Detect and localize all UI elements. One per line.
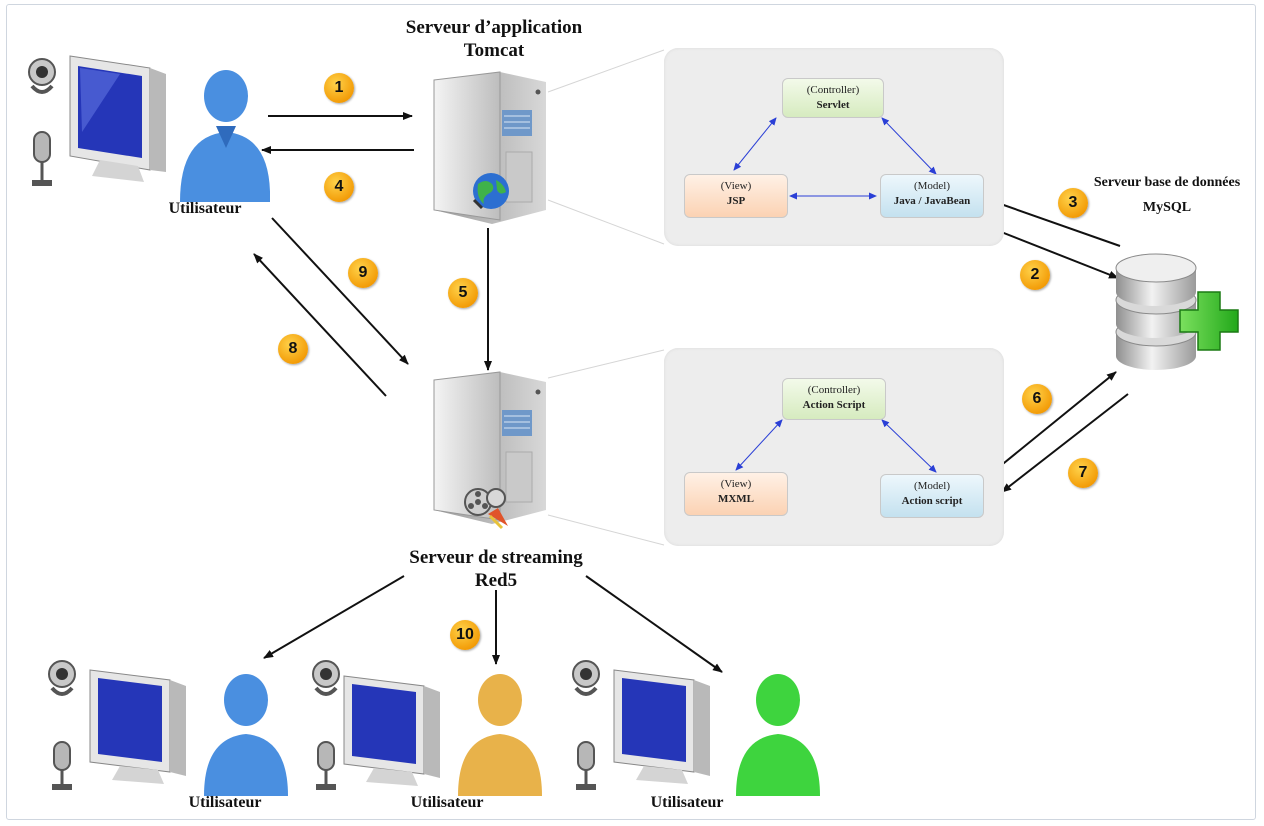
user-avatar-icon (180, 70, 270, 202)
diagram-frame (6, 4, 1256, 820)
view-role: (View) (720, 180, 752, 192)
viewer-station-2 (312, 660, 542, 796)
step-badge-7: 7 (1068, 458, 1098, 488)
webcam-icon (48, 660, 76, 696)
tomcat-model-box: (Model) Java / JavaBean (880, 174, 984, 218)
projection-line (547, 514, 665, 546)
database-icon (1115, 253, 1239, 370)
model-role: (Model) (913, 180, 951, 192)
webcam-icon (572, 660, 600, 696)
tomcat-mvc-panel: (Controller) Servlet (View) JSP (Model) … (664, 48, 1004, 246)
projection-line (547, 49, 665, 93)
microphone-icon (52, 741, 72, 790)
monitor-icon (89, 669, 186, 784)
arrow-step-8 (253, 253, 387, 397)
controller-role: (Controller) (807, 384, 861, 396)
step-badge-8: 8 (278, 334, 308, 364)
microphone-icon (576, 741, 596, 790)
arrow-to-viewer-3 (585, 575, 723, 673)
red5-model-box: (Model) Action script (880, 474, 984, 518)
viewer-station-3 (572, 660, 820, 796)
app-server-title: Serveur d’application Tomcat (374, 16, 614, 62)
step-badge-9: 9 (348, 258, 378, 288)
app-server-product: Tomcat (463, 40, 525, 61)
film-reel-icon (464, 488, 508, 530)
streaming-server-product: Red5 (474, 570, 518, 591)
streaming-server-name: Serveur de streaming (409, 547, 583, 568)
db-server-title: Serveur base de données MySQL (1082, 170, 1252, 220)
microphone-icon (32, 131, 52, 186)
arrow-to-viewer-1 (263, 575, 405, 659)
viewer-station-1 (48, 660, 288, 796)
controller-name: Action Script (802, 399, 866, 411)
model-name: Action script (901, 495, 963, 507)
model-name: Java / JavaBean (893, 195, 971, 207)
step-badge-1: 1 (324, 73, 354, 103)
arrow-step-2 (985, 225, 1119, 279)
controller-role: (Controller) (806, 84, 860, 96)
view-role: (View) (720, 478, 752, 490)
red5-view-box: (View) MXML (684, 472, 788, 516)
view-name: MXML (717, 493, 755, 505)
viewer-label-3: Utilisateur (650, 794, 724, 811)
projection-line (547, 349, 665, 379)
controller-name: Servlet (816, 99, 850, 111)
db-server-name: Serveur base de données (1093, 175, 1241, 190)
red5-mvc-links (735, 419, 937, 473)
step-badge-6: 6 (1022, 384, 1052, 414)
main-user-label: Utilisateur (168, 200, 242, 217)
viewer-label-1: Utilisateur (188, 794, 262, 811)
arrow-step-6 (987, 371, 1117, 477)
user-avatar-icon (458, 674, 542, 796)
arrow-step-9 (271, 217, 409, 365)
arrow-step-7 (1001, 393, 1129, 493)
tomcat-view-box: (View) JSP (684, 174, 788, 218)
user-station-main (28, 55, 270, 202)
viewer-label-2: Utilisateur (410, 794, 484, 811)
tomcat-mvc-links (733, 117, 937, 200)
webcam-icon (312, 660, 340, 696)
monitor-icon (613, 669, 710, 784)
red5-mvc-panel: (Controller) Action Script (View) MXML (… (664, 348, 1004, 546)
microphone-icon (316, 741, 336, 790)
model-role: (Model) (913, 480, 951, 492)
monitor-icon (343, 675, 440, 786)
globe-icon (472, 173, 509, 210)
step-badge-5: 5 (448, 278, 478, 308)
monitor-icon (69, 55, 166, 182)
step-badge-10: 10 (450, 620, 480, 650)
streaming-server-title: Serveur de streaming Red5 (376, 546, 616, 592)
app-server-name: Serveur d’application (405, 17, 583, 38)
step-badge-3: 3 (1058, 188, 1088, 218)
user-avatar-icon (736, 674, 820, 796)
step-badge-4: 4 (324, 172, 354, 202)
server-tower-icon (433, 371, 546, 524)
webcam-icon (28, 58, 56, 94)
red5-controller-box: (Controller) Action Script (782, 378, 886, 420)
tomcat-controller-box: (Controller) Servlet (782, 78, 884, 118)
projection-line (547, 199, 665, 245)
user-avatar-icon (204, 674, 288, 796)
db-server-product: MySQL (1142, 200, 1192, 215)
step-badge-2: 2 (1020, 260, 1050, 290)
view-name: JSP (726, 195, 746, 207)
plus-icon (1179, 291, 1239, 351)
